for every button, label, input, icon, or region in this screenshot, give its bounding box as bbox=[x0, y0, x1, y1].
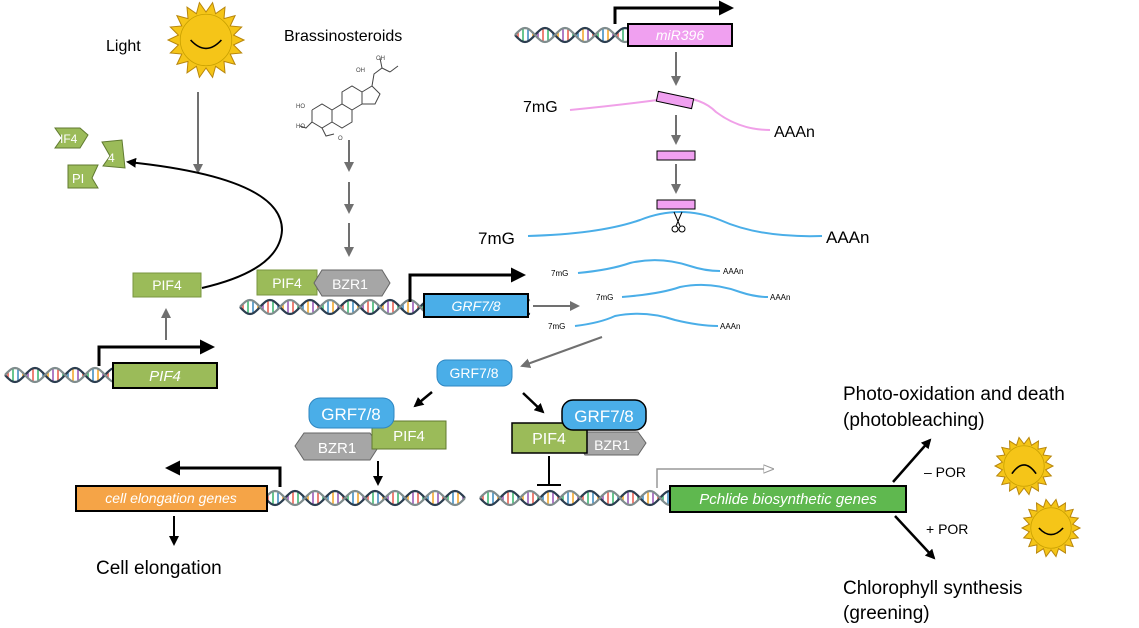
greening-label: (greening) bbox=[843, 603, 930, 624]
chlorophyll-synthesis-label: Chlorophyll synthesis bbox=[843, 578, 1023, 599]
svg-text:7mG: 7mG bbox=[551, 269, 568, 278]
svg-text:HO: HO bbox=[296, 124, 305, 130]
svg-text:O: O bbox=[338, 136, 343, 142]
scissors-icon bbox=[671, 211, 686, 233]
happy-sun-icon bbox=[1020, 498, 1082, 558]
mir-hairpin-box bbox=[655, 90, 695, 110]
svg-text:Pchlide biosynthetic genes: Pchlide biosynthetic genes bbox=[699, 491, 877, 508]
svg-text:OH: OH bbox=[376, 56, 385, 62]
photobleaching-label: (photobleaching) bbox=[843, 410, 985, 431]
svg-text:AAAn: AAAn bbox=[770, 293, 790, 302]
degradation-arrow bbox=[126, 157, 284, 289]
svg-text:GRF7/8: GRF7/8 bbox=[574, 407, 634, 426]
svg-text:GRF7/8: GRF7/8 bbox=[451, 298, 500, 314]
svg-text:7mG: 7mG bbox=[478, 229, 515, 248]
pchlide-genes-box bbox=[669, 485, 907, 513]
svg-text:PIF4: PIF4 bbox=[393, 428, 425, 445]
svg-text:miR396: miR396 bbox=[656, 27, 704, 43]
svg-text:GRF7/8: GRF7/8 bbox=[449, 365, 498, 381]
pif4-gene-label: PIF4 bbox=[149, 368, 181, 385]
grf-mrna-3 bbox=[574, 312, 719, 327]
brassinosteroids-label: Brassinosteroids bbox=[284, 28, 402, 45]
grf-mrna-1 bbox=[577, 259, 721, 274]
bzr1-hexagon-top bbox=[313, 269, 391, 297]
cell-elongation-genes-box bbox=[75, 485, 268, 512]
dna-helix-pchlide bbox=[479, 489, 671, 507]
grf-mrna-2 bbox=[621, 283, 769, 298]
mature-mirna-box bbox=[656, 150, 696, 161]
light-label: Light bbox=[106, 38, 141, 55]
svg-text:PI: PI bbox=[72, 171, 84, 186]
minus-por-arrow bbox=[892, 438, 932, 483]
mir396-gene-box bbox=[627, 23, 733, 47]
svg-text:IF4: IF4 bbox=[60, 132, 78, 146]
grf78-gene-box bbox=[423, 293, 529, 318]
pchlide-promoter-arrow bbox=[656, 469, 773, 488]
plus-por-label: + POR bbox=[926, 521, 968, 537]
grf78-box-left bbox=[308, 397, 395, 429]
grf-mrna-target bbox=[527, 211, 823, 238]
pif4-gene-box bbox=[112, 362, 218, 389]
mirna-bound-box bbox=[656, 199, 696, 210]
bzr1-hexagon-left bbox=[294, 432, 380, 461]
dna-helix-mir396 bbox=[514, 26, 630, 44]
svg-text:PIF4: PIF4 bbox=[532, 431, 566, 448]
svg-text:AAAn: AAAn bbox=[720, 322, 740, 331]
grf78-box-right bbox=[561, 399, 647, 431]
svg-text:AAAn: AAAn bbox=[723, 267, 743, 276]
photo-oxidation-label: Photo-oxidation and death bbox=[843, 384, 1065, 405]
cell-elongation-promoter-arrow bbox=[165, 460, 282, 487]
degraded-pif4-fragments: IF4 4 PI bbox=[54, 127, 126, 189]
svg-text:cell elongation genes: cell elongation genes bbox=[105, 490, 237, 506]
grf-to-right-complex-arrow bbox=[522, 392, 545, 414]
grf-to-left-complex-arrow bbox=[413, 391, 433, 408]
svg-text:AAAn: AAAn bbox=[774, 124, 815, 141]
pif4-bzr1-pif4-box bbox=[256, 269, 318, 296]
pif4-protein-box bbox=[132, 272, 202, 298]
dna-helix-cell-elongation bbox=[264, 489, 466, 507]
minus-por-label: – POR bbox=[924, 464, 966, 480]
svg-text:AAAn: AAAn bbox=[826, 228, 869, 247]
svg-text:OH: OH bbox=[356, 68, 365, 74]
svg-text:PIF4: PIF4 bbox=[272, 275, 302, 291]
cell-elongation-label: Cell elongation bbox=[96, 558, 222, 579]
svg-text:4: 4 bbox=[108, 151, 115, 165]
sun-icon bbox=[166, 1, 246, 79]
sad-sun-icon bbox=[993, 436, 1055, 496]
brassinosteroid-molecule-icon: HO HO OH OH O bbox=[296, 56, 399, 142]
translation-grf-arrow bbox=[520, 336, 603, 368]
svg-text:7mG: 7mG bbox=[548, 322, 565, 331]
pif4-protein-label: PIF4 bbox=[152, 277, 182, 293]
svg-text:BZR1: BZR1 bbox=[332, 276, 368, 292]
mir396-promoter-arrow bbox=[613, 0, 734, 24]
grf78-protein-box bbox=[436, 359, 513, 387]
grf78-promoter-arrow bbox=[408, 267, 526, 302]
plus-por-arrow bbox=[894, 515, 936, 560]
svg-text:BZR1: BZR1 bbox=[594, 437, 630, 453]
svg-text:BZR1: BZR1 bbox=[318, 440, 356, 457]
svg-text:HO: HO bbox=[296, 104, 305, 110]
svg-text:7mG: 7mG bbox=[523, 99, 558, 116]
svg-text:GRF7/8: GRF7/8 bbox=[321, 405, 381, 424]
pif4-promoter-arrow bbox=[97, 339, 215, 366]
svg-text:7mG: 7mG bbox=[596, 293, 613, 302]
